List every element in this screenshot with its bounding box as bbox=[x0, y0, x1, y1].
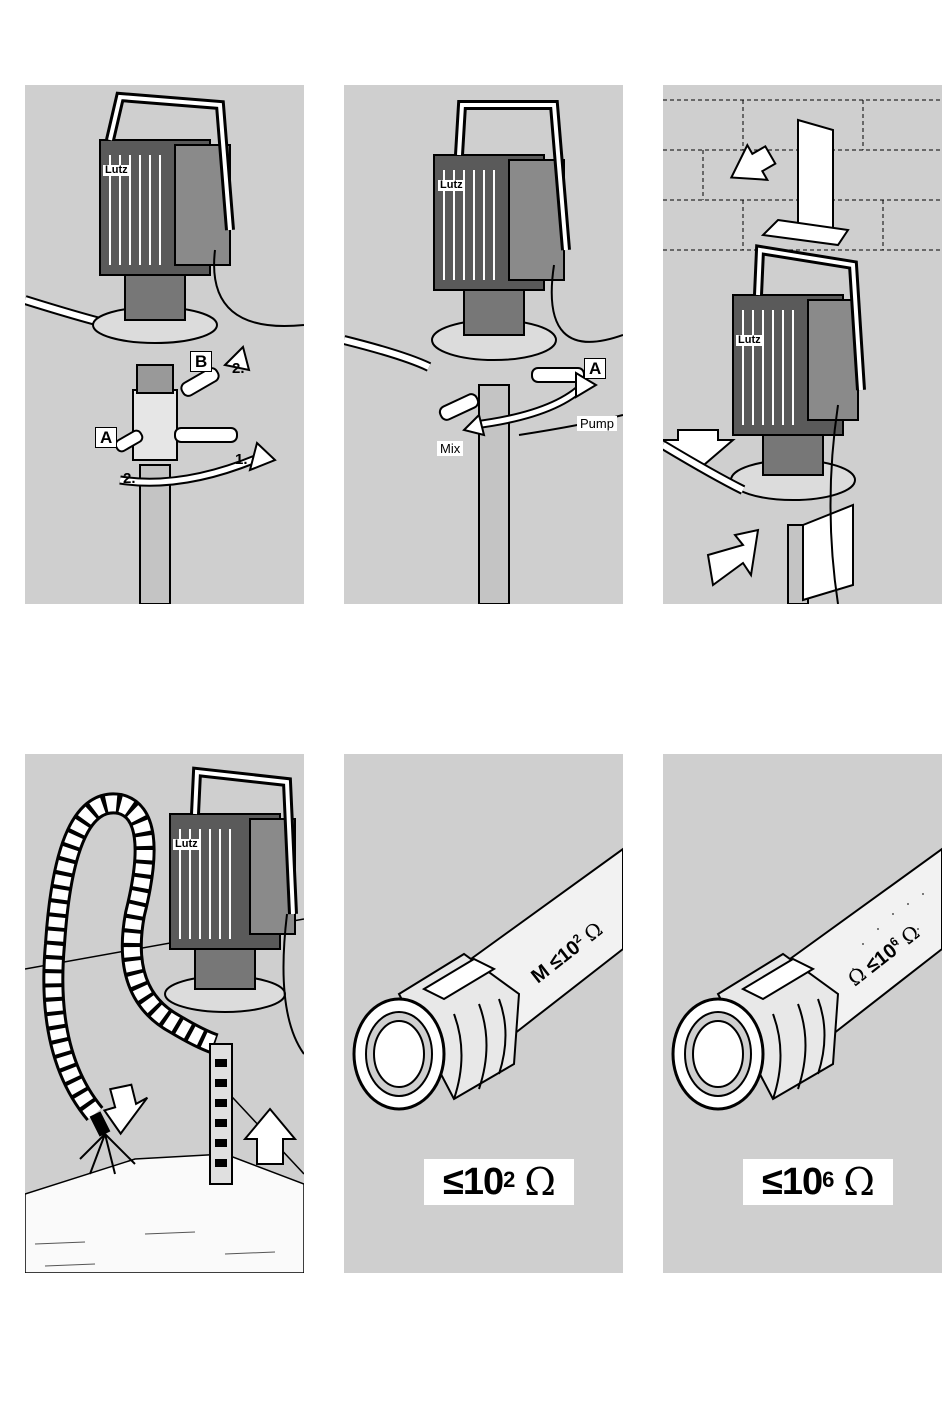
brand-logo: Lutz bbox=[438, 180, 465, 191]
resistance-value: ≤10 bbox=[762, 1161, 822, 1204]
pump-illustration bbox=[25, 85, 304, 604]
label-pump: Pump bbox=[577, 416, 617, 431]
panel-mix-pump: A Mix Pump Lutz bbox=[344, 85, 623, 604]
step-2-upper: 2. bbox=[232, 361, 245, 376]
step-2-lower: 2. bbox=[123, 471, 136, 486]
resistance-exponent: 2 bbox=[503, 1167, 514, 1193]
label-b: B bbox=[190, 351, 212, 372]
brand-logo: Lutz bbox=[173, 839, 200, 850]
panel-hose-flow: Lutz bbox=[25, 754, 304, 1273]
step-1: 1. bbox=[235, 452, 248, 467]
label-a: A bbox=[95, 427, 117, 448]
brand-logo: Lutz bbox=[736, 335, 763, 346]
flow-illustration bbox=[25, 754, 304, 1273]
resistance-value: ≤10 bbox=[443, 1161, 503, 1204]
resistance-exponent: 6 bbox=[822, 1167, 833, 1193]
label-a: A bbox=[584, 358, 606, 379]
resistance-unit: Ω bbox=[843, 1160, 874, 1204]
panel-wall-bracket: Lutz bbox=[663, 85, 942, 604]
brand-logo: Lutz bbox=[103, 165, 130, 176]
resistance-unit: Ω bbox=[524, 1160, 555, 1204]
pump-illustration bbox=[344, 85, 623, 604]
label-mix: Mix bbox=[437, 441, 463, 456]
panel-valve-operation: B A 2. 1. 2. Lutz bbox=[25, 85, 304, 604]
bracket-illustration bbox=[663, 85, 942, 604]
